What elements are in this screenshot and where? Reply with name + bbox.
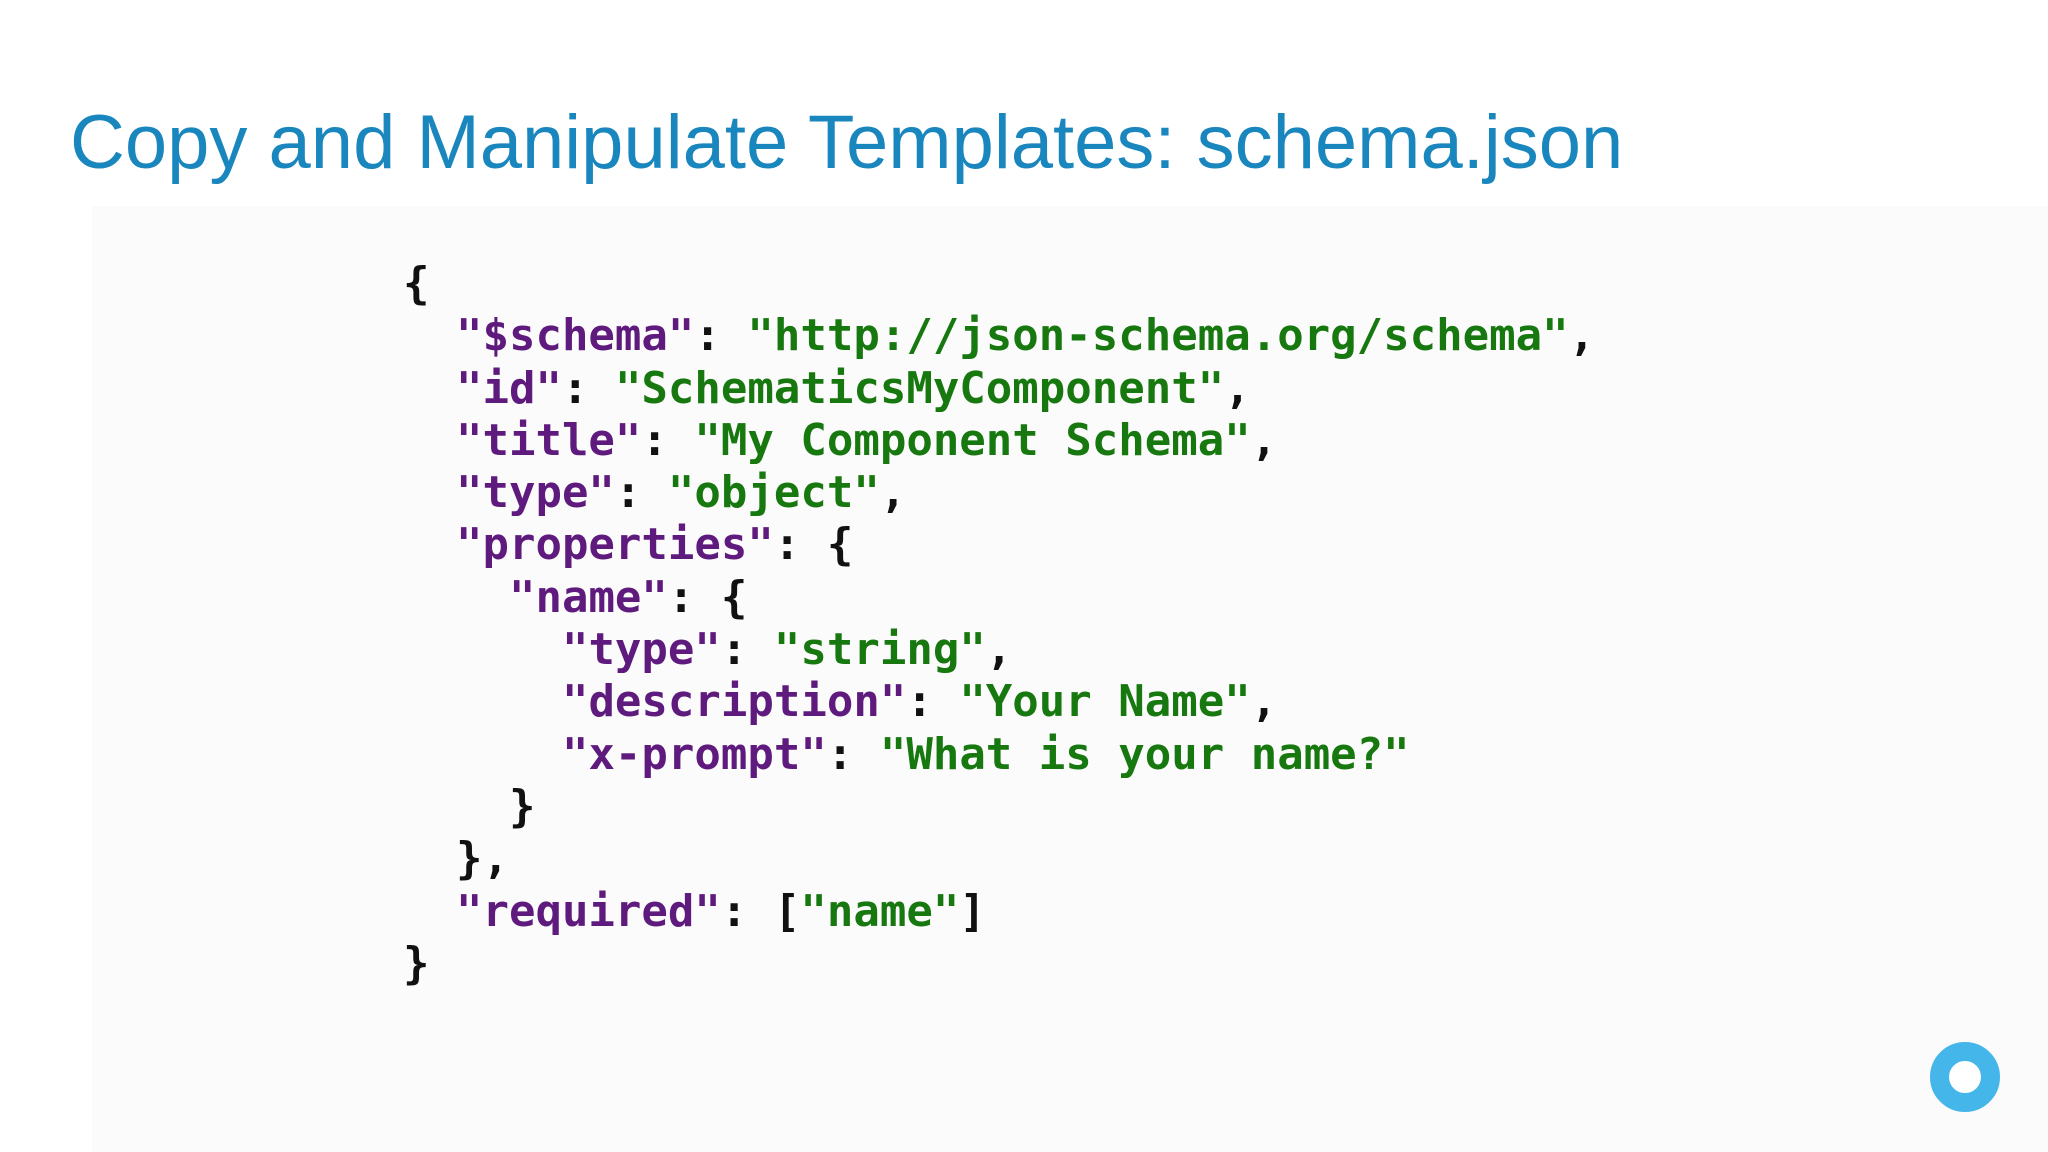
json-punctuation: , <box>1250 676 1278 728</box>
json-punctuation <box>403 886 456 937</box>
json-punctuation: , <box>879 467 907 519</box>
json-punctuation: , <box>1250 414 1278 466</box>
code-line: "description": "Your Name", <box>403 676 1595 728</box>
json-string: "string" <box>773 624 986 676</box>
code-line: }, <box>403 833 1595 885</box>
json-key: "$schema" <box>455 310 695 362</box>
json-punctuation: : <box>694 310 748 362</box>
json-punctuation: : { <box>667 571 748 623</box>
json-punctuation <box>403 415 456 466</box>
json-punctuation <box>403 310 456 361</box>
json-key: "id" <box>455 362 562 414</box>
code-line: } <box>403 938 1595 990</box>
json-key: "type" <box>455 467 615 519</box>
code-line: "type": "string", <box>403 624 1595 676</box>
json-punctuation <box>403 363 456 414</box>
json-key: "type" <box>561 624 721 676</box>
code-line: "x-prompt": "What is your name?" <box>403 729 1595 781</box>
circle-ring-logo-icon <box>1930 1042 2000 1112</box>
code-line: "name": { <box>403 572 1595 624</box>
json-punctuation: : <box>614 467 668 519</box>
json-string: "My Component Schema" <box>694 414 1251 466</box>
json-punctuation: , <box>1224 362 1251 414</box>
code-line: "required": ["name"] <box>403 886 1595 938</box>
json-punctuation: : <box>561 362 615 414</box>
json-key: "x-prompt" <box>561 728 827 780</box>
json-punctuation: { <box>403 258 430 309</box>
json-punctuation: } <box>403 937 430 989</box>
json-punctuation: : [ <box>720 885 801 937</box>
json-punctuation: : { <box>773 519 854 571</box>
code-line: "id": "SchematicsMyComponent", <box>403 363 1595 415</box>
code-line: "properties": { <box>403 519 1595 571</box>
json-string: "object" <box>667 467 880 519</box>
json-punctuation <box>403 467 456 518</box>
json-punctuation <box>403 519 456 570</box>
slide-title: Copy and Manipulate Templates: schema.js… <box>70 100 1624 185</box>
json-string: "name" <box>800 885 960 937</box>
json-key: "description" <box>561 676 907 728</box>
json-punctuation: : <box>641 414 695 466</box>
json-key: "title" <box>455 414 642 466</box>
code-line: "type": "object", <box>403 467 1595 519</box>
json-punctuation: } <box>403 780 536 832</box>
json-punctuation: , <box>985 624 1013 676</box>
json-punctuation: ] <box>959 885 986 937</box>
json-punctuation: : <box>826 728 880 780</box>
code-line: "$schema": "http://json-schema.org/schem… <box>403 310 1595 362</box>
code-line: "title": "My Component Schema", <box>403 415 1595 467</box>
code-line: } <box>403 781 1595 833</box>
code-panel <box>92 206 2048 1152</box>
code-block: { "$schema": "http://json-schema.org/sch… <box>403 258 1595 990</box>
json-string: "What is your name?" <box>879 728 1410 780</box>
json-punctuation <box>403 572 509 623</box>
code-line: { <box>403 258 1595 310</box>
json-punctuation <box>403 624 562 675</box>
json-punctuation <box>403 676 562 727</box>
json-key: "required" <box>455 885 721 937</box>
json-string: "Your Name" <box>959 676 1251 728</box>
json-punctuation: }, <box>403 833 509 885</box>
json-string: "http://json-schema.org/schema" <box>747 310 1569 362</box>
json-key: "properties" <box>455 519 774 571</box>
json-punctuation: : <box>720 624 774 676</box>
json-key: "name" <box>508 571 668 623</box>
json-punctuation: : <box>906 676 960 728</box>
json-punctuation: , <box>1568 310 1596 362</box>
json-string: "SchematicsMyComponent" <box>614 362 1225 414</box>
json-punctuation <box>403 729 562 780</box>
